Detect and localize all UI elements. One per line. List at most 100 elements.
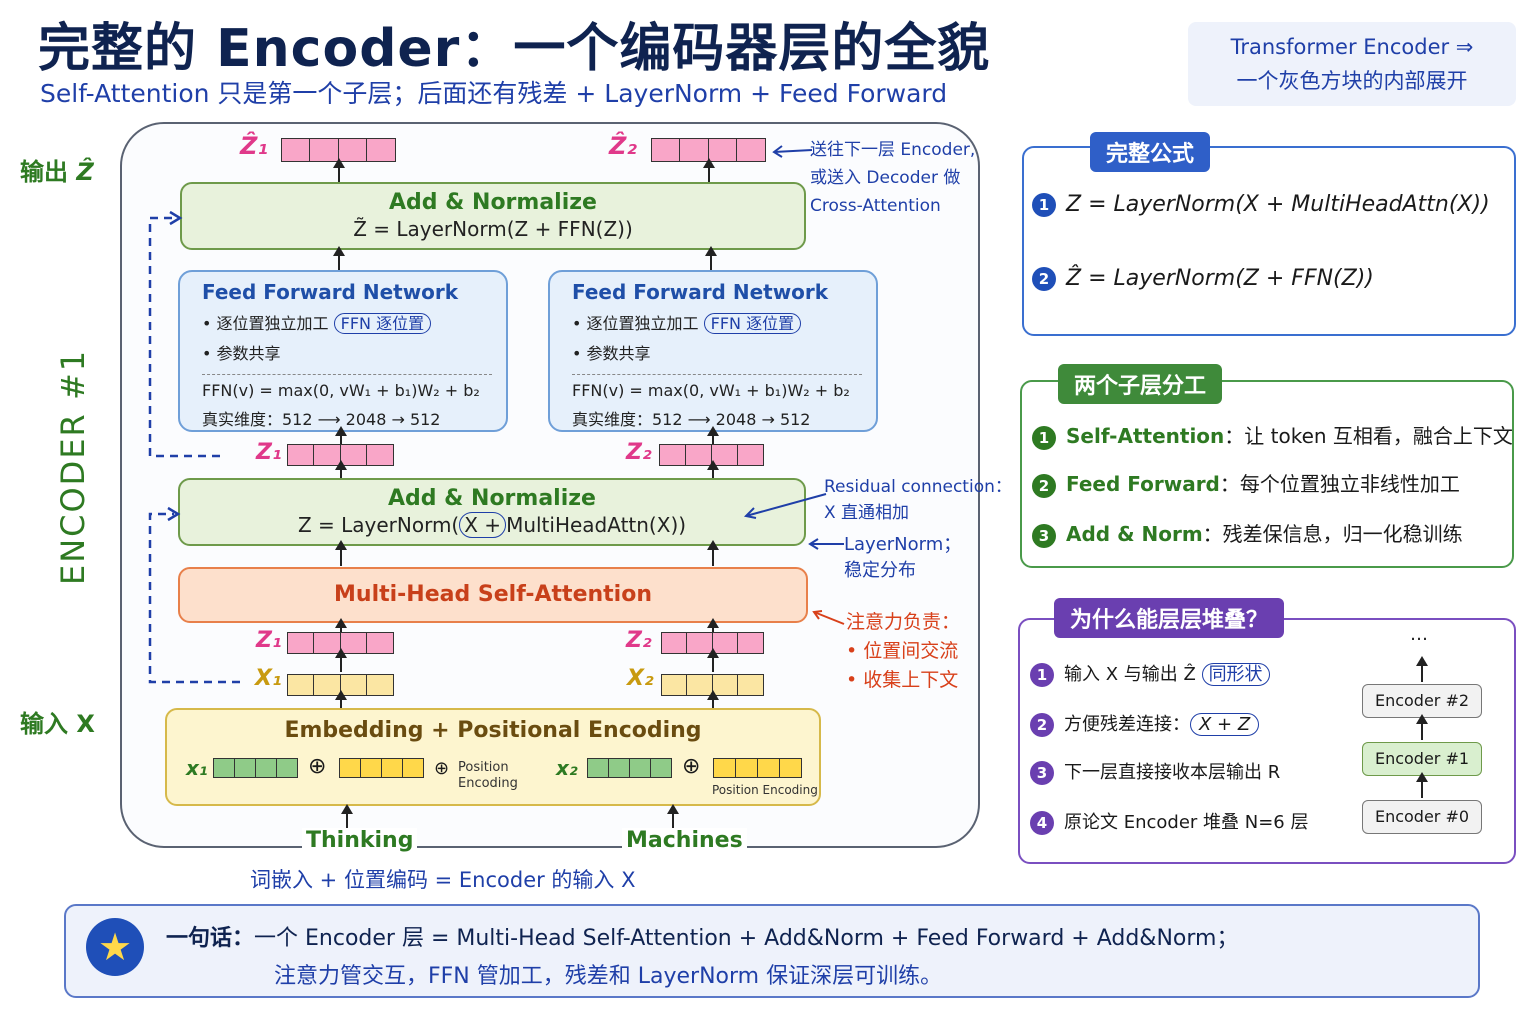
stack-text: 下一层直接接收本层输出 R: [1064, 762, 1281, 783]
role-key: Self-Attention: [1066, 424, 1225, 448]
emb-x2-label: x₂: [556, 756, 578, 780]
page-subtitle: Self-Attention 只是第一个子层；后面还有残差 + LayerNor…: [40, 79, 948, 108]
arrow-up: [667, 804, 679, 828]
ffn-formula: FFN(v) = max(0, vW₁ + b₁)W₂ + b₂: [202, 381, 480, 400]
ffn-dims: 真实维度：512 ⟶ 2048 → 512: [202, 410, 441, 429]
encoder-2-box: Encoder #2: [1362, 684, 1482, 718]
embedding-box: Embedding + Positional Encoding: [165, 708, 821, 806]
arrow-up: [333, 246, 345, 270]
formula-panel: [1022, 146, 1516, 336]
arrow-up: [707, 460, 719, 478]
summary-line2: 注意力管交互，FFN 管加工，残差和 LayerNorm 保证深层可训练。: [274, 964, 943, 989]
annotation-line: Residual connection：: [824, 477, 1012, 497]
arrow-up: [335, 460, 347, 478]
input-label: 输入 X: [20, 710, 95, 738]
ffn-formula: FFN(v) = max(0, vW₁ + b₁)W₂ + b₂: [572, 381, 850, 400]
input-word-2: Machines: [622, 828, 747, 853]
annotation-line: X 直通相加: [824, 503, 910, 523]
ffn-bullet: • 逐位置独立加工 FFN 逐位置: [572, 310, 862, 334]
annotation-line: LayerNorm；: [844, 534, 962, 555]
low-z1-label: Z₁: [256, 628, 282, 653]
role-val: ：残差保信息，归一化稳训练: [1202, 522, 1463, 546]
stack-text: 输入 X 与输出 Ẑ: [1064, 664, 1196, 685]
arrow-up: [1416, 772, 1428, 798]
stack-dots: …: [1410, 624, 1428, 645]
ffn-bullet: • 参数共享: [202, 344, 281, 363]
role-key: Add & Norm: [1066, 522, 1203, 546]
low-z2-label: Z₂: [626, 628, 652, 653]
arrow-up: [333, 158, 345, 182]
roles-panel-tag: 两个子层分工: [1058, 364, 1223, 404]
annotation-arrow: [743, 493, 827, 519]
add-normalize-top: Add & Normalize Z̃ = LayerNorm(Z + FFN(Z…: [180, 182, 806, 250]
ffn-title: Feed Forward Network: [202, 280, 459, 304]
annotation-arrow: [772, 145, 813, 158]
annotation-residual: Residual connection： X 直通相加: [824, 474, 1012, 526]
formula-part: Z = LayerNorm(: [297, 513, 460, 537]
add-normalize-top-formula: Z̃ = LayerNorm(Z + FFN(Z)): [353, 217, 633, 241]
arrow-up: [703, 158, 715, 182]
ffn-bullet-text: 参数共享: [216, 344, 281, 363]
ffn-bullet: • 参数共享: [572, 344, 651, 363]
stack-text: 方便残差连接：: [1064, 714, 1190, 735]
residual-lines: [148, 210, 240, 684]
low-z2-vector: [660, 632, 764, 654]
summary-text: 一个 Encoder 层 = Multi-Head Self-Attention…: [254, 926, 1239, 951]
annotation-line: 或送入 Decoder 做: [810, 168, 961, 188]
role-val: ：每个位置独立非线性加工: [1219, 472, 1460, 496]
embedding-title: Embedding + Positional Encoding: [284, 718, 702, 743]
arrow-up: [707, 426, 719, 444]
arrow-up: [707, 690, 719, 708]
annotation-line: Cross-Attention: [810, 196, 941, 216]
roles-panel: [1020, 380, 1514, 568]
arrow-up: [335, 690, 347, 708]
annotation-arrow: [808, 538, 844, 550]
add-normalize-mid-formula: Z = LayerNorm(X +MultiHeadAttn(X)): [180, 512, 804, 538]
x2-label: X₂: [627, 666, 654, 691]
annotation-line: • 位置间交流: [846, 640, 959, 662]
ffn-tag: FFN 逐位置: [703, 313, 802, 334]
mid-z2-label: Z₂: [626, 440, 652, 465]
stack-tag: 同形状: [1201, 663, 1270, 686]
top-note-line2: 一个灰色方块的内部展开: [1236, 69, 1468, 93]
output-label: 输出 Ẑ: [20, 152, 94, 187]
multi-head-self-attention: Multi-Head Self-Attention: [178, 567, 808, 623]
ffn-bullet-text: 参数共享: [586, 344, 651, 363]
role-key: Feed Forward: [1066, 472, 1220, 496]
stack-text: 原论文 Encoder 堆叠 N=6 层: [1064, 812, 1309, 833]
emb-x2-vector: [586, 758, 672, 778]
arrow-up: [335, 648, 347, 672]
output-z2-label: Ẑ₂: [609, 132, 637, 160]
add-normalize-mid-title: Add & Normalize: [388, 486, 596, 511]
summary-line1: 一句话：一个 Encoder 层 = Multi-Head Self-Atten…: [166, 920, 1238, 952]
formula-2-text: Ẑ = LayerNorm(Z + FFN(Z)): [1066, 266, 1374, 291]
summary-box: [64, 904, 1480, 998]
stack-tag: X + Z: [1190, 713, 1260, 736]
emb-pos1-vector: [338, 758, 424, 778]
mid-z2-vector: [658, 444, 764, 466]
divider: [202, 374, 492, 375]
ffn-bullet-text: 逐位置独立加工: [586, 314, 699, 333]
top-note-line1: Transformer Encoder ⇒: [1230, 35, 1474, 59]
plus-icon: ⊕: [308, 754, 327, 779]
annotation-line: 稳定分布: [844, 560, 916, 581]
x1-label: X₁: [255, 666, 282, 691]
annotation-arrow: [812, 610, 845, 625]
ffn-tag: FFN 逐位置: [333, 313, 432, 334]
ffn-bullet: • 逐位置独立加工 FFN 逐位置: [202, 310, 492, 334]
pos-enc-label-1: Position Encoding: [458, 760, 518, 791]
arrow-up: [707, 540, 719, 566]
low-z1-vector: [286, 632, 394, 654]
arrow-up: [335, 618, 347, 632]
mid-z1-vector: [286, 444, 394, 466]
formula-panel-tag: 完整公式: [1090, 132, 1211, 172]
mid-z1-label: Z₁: [256, 440, 282, 465]
ffn-dims: 真实维度：512 ⟶ 2048 → 512: [572, 410, 811, 429]
output-z1-label: Ẑ₁: [240, 132, 268, 160]
formula-part: MultiHeadAttn(X)): [506, 513, 687, 537]
